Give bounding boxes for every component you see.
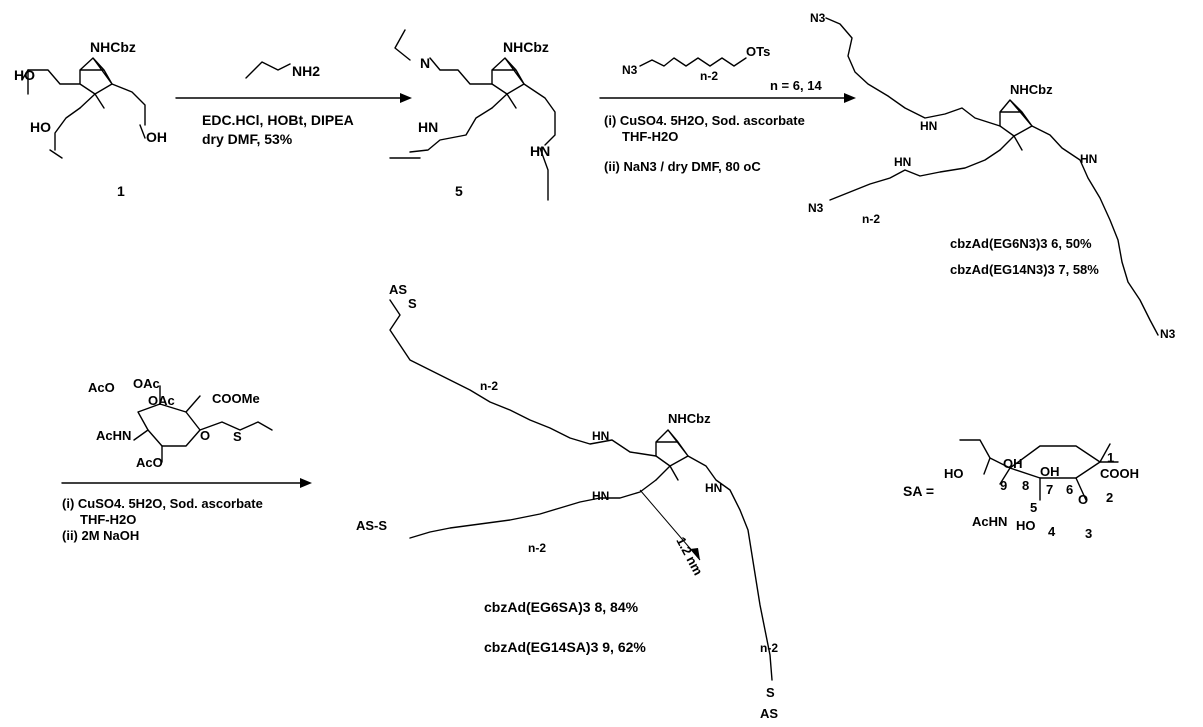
sa-ring-o: O — [1078, 492, 1088, 507]
reaction-arrow-1: NH2 EDC.HCl, HOBt, DIPEA dry DMF, 53% — [175, 61, 412, 147]
azide-products-n-minus-2: n-2 — [862, 212, 880, 226]
azide-products-structure: NHCbz N3 N3 N3 HN HN HN n-2 cbzAd(EG6N3)… — [808, 11, 1176, 341]
sa-position-8: 8 — [1022, 478, 1029, 493]
arrow-head-3 — [300, 478, 312, 488]
sialic-reagent-ring-o: O — [200, 428, 210, 443]
step2-reagent-ots: OTs — [746, 44, 770, 59]
propargylamine-label: NH2 — [292, 63, 320, 79]
reaction-arrow-2: N3 OTs n-2 n = 6, 14 (i) CuSO4. 5H2O, So… — [599, 44, 856, 174]
compound-5-structure: NHCbz N HN HN 5 — [389, 29, 556, 201]
sa-oh-2: OH — [1040, 464, 1060, 479]
sialic-reagent-oac-1: OAc — [133, 376, 160, 391]
arrow-head-2 — [844, 93, 856, 103]
final-products-structure: NHCbz AS S AS-S S AS HN HN HN n-2 n-2 n-… — [356, 282, 778, 721]
compound-5-amide-2: HN — [418, 119, 438, 135]
step1-conditions-line-2: dry DMF, 53% — [202, 131, 293, 147]
sa-position-4: 4 — [1048, 524, 1056, 539]
compound-5-amine: NHCbz — [503, 39, 549, 55]
compound-1-amine: NHCbz — [90, 39, 136, 55]
sa-position-1: 1 — [1107, 450, 1114, 465]
sa-position-9: 9 — [1000, 478, 1007, 493]
azide-products-amide-3: HN — [1080, 152, 1097, 166]
azide-products-n3-right: N3 — [1160, 327, 1176, 341]
sialic-reagent-aco-1: AcO — [88, 380, 115, 395]
sa-oh-1: OH — [1003, 456, 1023, 471]
sa-position-6: 6 — [1066, 482, 1073, 497]
compound-1-number: 1 — [117, 183, 125, 199]
compound-1-acid-ho-2: HO — [30, 119, 51, 135]
azide-products-line-2: cbzAd(EG14N3)3 7, 58% — [950, 262, 1099, 277]
sa-position-3: 3 — [1085, 526, 1092, 541]
final-products-line-1: cbzAd(EG6SA)3 8, 84% — [484, 599, 639, 615]
sa-ho-2: HO — [1016, 518, 1036, 533]
compound-1-structure: NHCbz HO HO OH 1 — [14, 39, 167, 199]
final-products-n-minus-2-bottom: n-2 — [760, 641, 778, 655]
distance-label: 1.2 nm — [673, 534, 706, 577]
azide-products-line-1: cbzAd(EG6N3)3 6, 50% — [950, 236, 1092, 251]
final-products-amide-2: HN — [592, 489, 609, 503]
final-products-as-s-left: AS-S — [356, 518, 387, 533]
step2-conditions-line-3: (ii) NaN3 / dry DMF, 80 oC — [604, 159, 761, 174]
step1-conditions-line-1: EDC.HCl, HOBt, DIPEA — [202, 112, 354, 128]
arrow-head-1 — [400, 93, 412, 103]
reaction-arrow-3: (i) CuSO4. 5H2O, Sod. ascorbate THF-H2O … — [61, 478, 312, 543]
sa-ho-1: HO — [944, 466, 964, 481]
compound-1-acid-ho: HO — [14, 67, 35, 83]
final-products-amine: NHCbz — [668, 411, 711, 426]
compound-5-amide-3: HN — [530, 143, 550, 159]
sa-achn: AcHN — [972, 514, 1007, 529]
sa-position-7: 7 — [1046, 482, 1053, 497]
step2-reagent-n3: N3 — [622, 63, 638, 77]
distance-arrow-head — [690, 548, 700, 560]
sialic-reagent-oac-2: OAc — [148, 393, 175, 408]
sialic-reagent-s: S — [233, 429, 242, 444]
azide-products-amine: NHCbz — [1010, 82, 1053, 97]
sa-position-2: 2 — [1106, 490, 1113, 505]
final-products-n-minus-2-left: n-2 — [528, 541, 546, 555]
sa-cooh: COOH — [1100, 466, 1139, 481]
sialic-reagent-achn: AcHN — [96, 428, 131, 443]
sa-prefix: SA = — [903, 483, 934, 499]
step3-conditions-line-1: (i) CuSO4. 5H2O, Sod. ascorbate — [62, 496, 263, 511]
sialic-reagent-coome: COOMe — [212, 391, 260, 406]
step3-conditions-line-2: THF-H2O — [80, 512, 136, 527]
final-products-s-top: S — [408, 296, 417, 311]
azide-products-n3-left: N3 — [808, 201, 824, 215]
final-products-amide-1: HN — [592, 429, 609, 443]
final-products-as-top: AS — [389, 282, 407, 297]
final-products-n-minus-2-top: n-2 — [480, 379, 498, 393]
compound-1-acid-oh: OH — [146, 129, 167, 145]
final-products-as-bottom: AS — [760, 706, 778, 721]
step2-reagent-n-minus-2: n-2 — [700, 69, 718, 83]
final-products-s-bottom: S — [766, 685, 775, 700]
sa-position-5: 5 — [1030, 500, 1037, 515]
step2-conditions-line-2: THF-H2O — [622, 129, 678, 144]
step3-conditions-line-3: (ii) 2M NaOH — [62, 528, 139, 543]
step2-conditions-line-1: (i) CuSO4. 5H2O, Sod. ascorbate — [604, 113, 805, 128]
azide-products-amide-1: HN — [920, 119, 937, 133]
compound-5-amide-1: N — [420, 55, 430, 71]
sa-definition-structure: SA = HO OH OH COOH AcHN HO O 1 2 3 4 5 6… — [903, 439, 1139, 541]
final-products-line-2: cbzAd(EG14SA)3 9, 62% — [484, 639, 646, 655]
final-products-amide-3: HN — [705, 481, 722, 495]
sialic-acid-reagent-structure: AcO OAc OAc COOMe AcHN AcO O S — [88, 376, 273, 470]
compound-5-number: 5 — [455, 183, 463, 199]
sialic-reagent-aco-2: AcO — [136, 455, 163, 470]
azide-products-amide-2: HN — [894, 155, 911, 169]
step2-n-values: n = 6, 14 — [770, 78, 822, 93]
azide-products-n3-top: N3 — [810, 11, 826, 25]
